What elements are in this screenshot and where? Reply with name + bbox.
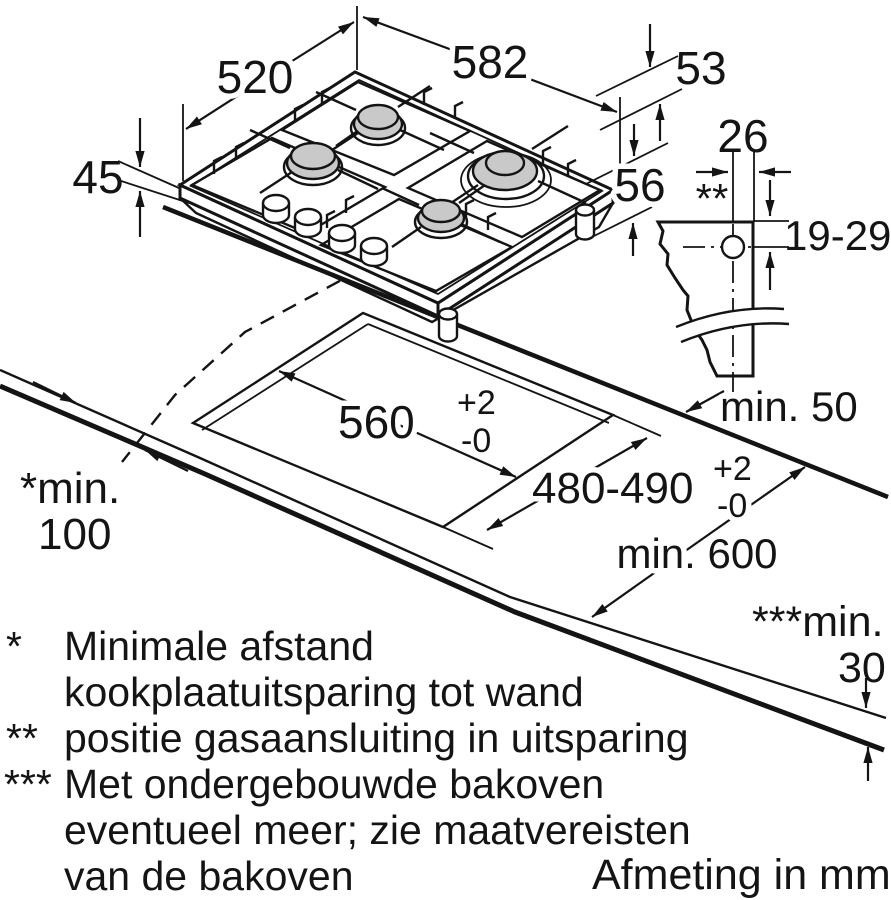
- dim-560-shaft-a: [278, 369, 398, 426]
- dim-520-shaft-b: [185, 74, 271, 130]
- hob-top-surface: [176, 70, 617, 305]
- burners: [282, 103, 552, 240]
- hob-casing-edge: [179, 197, 615, 324]
- dim-min600-shaft-b: [591, 541, 699, 618]
- label-560-tol-plus: +2: [457, 384, 496, 422]
- knob: [359, 236, 389, 268]
- label-560: 560: [338, 396, 415, 448]
- footnote-3-marker: ***: [4, 761, 52, 807]
- hob-feet: [437, 203, 596, 343]
- grate-frame-back: [279, 80, 473, 177]
- hob-worktop-line-2: [117, 179, 190, 204]
- footnote-3-line-2: eventueel meer; zie maatvereisten: [64, 807, 691, 853]
- knob: [261, 193, 291, 225]
- label-520: 520: [217, 51, 294, 103]
- foot: [437, 307, 459, 343]
- break-curve-lower: [680, 322, 790, 344]
- projection-dashed-line: [121, 267, 363, 463]
- control-knobs: [261, 193, 389, 268]
- footnote-3-line-1: Met ondergebouwde bakoven: [64, 761, 604, 807]
- gas-connection-detail: [655, 152, 791, 392]
- worktop-front-edge-line: [162, 204, 889, 500]
- dimension-labels: 520 582 53 45 56 26 ** 19-29 560 +2 -0 4…: [20, 31, 891, 693]
- label-min-30-prefix: ***min.: [752, 598, 883, 646]
- break-curve-upper: [675, 307, 785, 329]
- footnote-2-marker: **: [6, 715, 38, 761]
- bracket-outline: [655, 220, 755, 378]
- burner-front: [413, 198, 469, 240]
- label-480-tol-plus: +2: [713, 450, 752, 488]
- label-26: 26: [717, 110, 768, 162]
- ext-53-lower: [599, 88, 683, 131]
- footnote-1-line-2: kookplaatuitsparing tot wand: [64, 669, 584, 715]
- footnote-1-marker: *: [6, 623, 22, 669]
- footnote-3-line-3: van de bakoven: [64, 853, 354, 899]
- label-min-100-value: 100: [38, 510, 111, 559]
- footnote-2-line-1: positie gasaansluiting in uitsparing: [64, 715, 689, 761]
- ext-480-front: [442, 526, 494, 550]
- footnote-1-line-1: Minimale afstand: [64, 623, 374, 669]
- label-min-600: min. 600: [616, 530, 777, 577]
- dim-560-shaft-b: [396, 422, 517, 479]
- dim-min50-leader: [685, 390, 725, 413]
- wall-line: [0, 383, 885, 753]
- burner-right-large: [460, 149, 552, 208]
- dim-min100-arrow-b: [144, 449, 189, 472]
- dim-480-shaft-a: [566, 437, 648, 485]
- ext-480-right: [612, 414, 662, 437]
- burner-left: [282, 141, 344, 187]
- label-582: 582: [452, 36, 529, 88]
- label-480-tol-minus: -0: [717, 487, 747, 525]
- label-53: 53: [675, 42, 726, 94]
- hob-worktop-line-1: [117, 160, 180, 189]
- cutout-inner-edge-right: [367, 323, 610, 424]
- dim-582-shaft-b: [489, 62, 618, 114]
- footnotes: * Minimale afstand kookplaatuitsparing t…: [4, 623, 691, 899]
- label-45: 45: [72, 151, 123, 203]
- label-560-tol-minus: -0: [461, 422, 491, 460]
- dim-480-shaft-b: [486, 483, 568, 531]
- hob-dimensions: [135, 6, 683, 256]
- label-min-50: min. 50: [720, 383, 858, 430]
- label-min-100-prefix: *min.: [20, 464, 120, 513]
- worktop-scene: [0, 204, 889, 781]
- worktop-rear-edge-line: [0, 368, 887, 720]
- label-480-490: 480-490: [532, 464, 693, 513]
- foot: [574, 203, 596, 241]
- dim-582-shaft-a: [362, 15, 491, 66]
- dim-520-shaft-a: [269, 21, 355, 76]
- gas-connection-hole: [720, 234, 746, 260]
- dim-min600-shaft-a: [697, 466, 806, 543]
- label-min-30-value: 30: [838, 644, 886, 692]
- label-gas-marker: **: [696, 175, 729, 222]
- label-19-29: 19-29: [784, 212, 891, 259]
- burner-back: [349, 103, 407, 147]
- break-band-mask: [677, 307, 789, 341]
- knob: [293, 207, 323, 239]
- grate-tabs: [212, 86, 577, 230]
- ext-53-upper: [595, 55, 679, 97]
- hob-isometric-view: [117, 6, 683, 343]
- label-56: 56: [614, 159, 665, 211]
- unit-note: Afmeting in mm: [592, 851, 891, 899]
- knob: [327, 223, 357, 255]
- ext-56-upper: [585, 142, 669, 185]
- dim-min100-arrow-a: [32, 381, 77, 404]
- grate-frame-right: [405, 139, 603, 239]
- ext-56-lower: [585, 206, 653, 241]
